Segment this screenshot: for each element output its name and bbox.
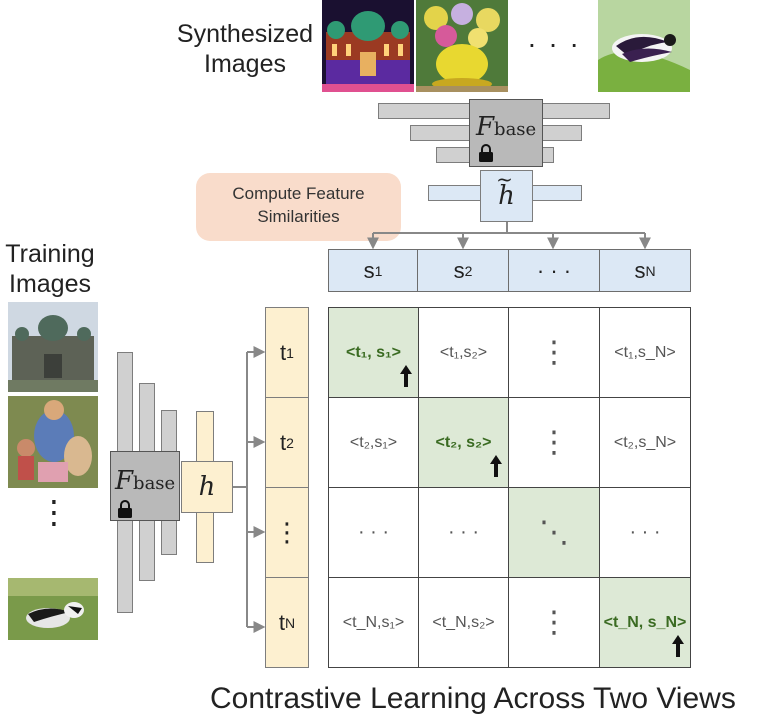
compute-similarities-label: Compute Feature Similarities [232, 184, 365, 226]
matrix-cell-text: ⋱ [539, 516, 569, 549]
matrix-cell-text: · · · [629, 521, 661, 543]
training-ellipsis: ⋮ [38, 494, 70, 530]
t-row-ellipsis: ⋮ [265, 487, 309, 578]
matrix-cell-3-1: · · · [328, 487, 419, 578]
lock-icon [478, 144, 494, 166]
matrix-cell-2-4: <t₂,s_N> [599, 397, 691, 488]
matrix-cell-text: ⋮ [539, 606, 569, 639]
training-images-label: Training Images [5, 240, 95, 298]
h-tilde-box: ~ h [480, 167, 533, 222]
training-image-2 [8, 396, 98, 488]
matrix-cell-1-1: <t₁, s₁> [328, 307, 419, 398]
matrix-cell-3-3: ⋱ [508, 487, 600, 578]
h-box: h [181, 461, 233, 513]
matrix-cell-1-3: ⋮ [508, 307, 600, 398]
matrix-cell-4-2: <t_N,s₂> [418, 577, 509, 668]
arrow-up-icon [400, 365, 412, 391]
matrix-cell-text: · · · [357, 521, 390, 543]
matrix-cell-text: <t₁,s₂> [439, 343, 488, 361]
synthesized-image-n [598, 0, 690, 92]
training-image-n [8, 578, 98, 640]
matrix-cell-4-3: ⋮ [508, 577, 600, 668]
matrix-cell-2-1: <t₂,s₁> [328, 397, 419, 488]
compute-similarities-pill [196, 173, 401, 241]
synthesized-image-1 [322, 0, 414, 92]
matrix-cell-text: · · · [447, 521, 480, 543]
matrix-cell-text: <t_N, s_N> [603, 613, 687, 631]
synthesized-images-label: Synthesized Images [176, 20, 314, 78]
top-fbase-box: Fbase [469, 99, 543, 167]
matrix-cell-text: <t₁, s₁> [345, 343, 402, 361]
arrow-up-icon [672, 635, 684, 661]
synthesized-image-2 [416, 0, 508, 92]
s-header-ellipsis: · · · [508, 249, 600, 292]
matrix-cell-3-4: · · · [599, 487, 691, 578]
matrix-cell-text: <t₂,s₁> [349, 433, 398, 451]
matrix-cell-text: ⋮ [539, 426, 569, 459]
caption: Contrastive Learning Across Two Views [210, 682, 736, 715]
synthesized-ellipsis: · · · [527, 28, 581, 59]
lock-icon [117, 500, 133, 522]
matrix-cell-text: <t₂,s_N> [613, 433, 677, 451]
matrix-cell-4-4: <t_N, s_N> [599, 577, 691, 668]
matrix-cell-2-3: ⋮ [508, 397, 600, 488]
matrix-cell-text: <t_N,s₁> [342, 613, 405, 631]
matrix-cell-1-4: <t₁,s_N> [599, 307, 691, 398]
matrix-cell-2-2: <t₂, s₂> [418, 397, 509, 488]
training-image-1 [8, 302, 98, 392]
matrix-cell-text: <t₁,s_N> [614, 343, 676, 361]
matrix-cell-3-2: · · · [418, 487, 509, 578]
left-fbase-box: Fbase [110, 451, 180, 521]
matrix-cell-text: <t_N,s₂> [432, 613, 495, 631]
matrix-cell-text: ⋮ [539, 336, 569, 369]
matrix-cell-text: <t₂, s₂> [435, 433, 492, 451]
matrix-cell-4-1: <t_N,s₁> [328, 577, 419, 668]
matrix-cell-1-2: <t₁,s₂> [418, 307, 509, 398]
arrow-up-icon [490, 455, 502, 481]
